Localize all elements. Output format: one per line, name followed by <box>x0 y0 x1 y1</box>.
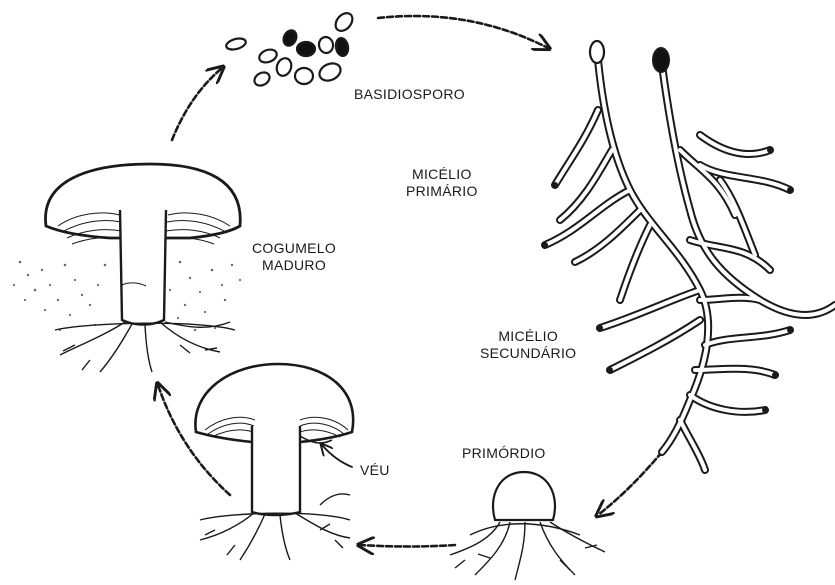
primordium <box>450 472 605 580</box>
young-mushroom <box>195 364 353 560</box>
label-line: SECUNDÁRIO <box>480 345 576 362</box>
spore <box>297 42 315 56</box>
label-primordio: PRIMÓRDIO <box>462 445 546 462</box>
label-veu: VÉU <box>360 462 390 479</box>
spore <box>257 47 278 64</box>
spore <box>295 68 313 84</box>
arrow-veil-pointer <box>322 445 352 467</box>
label-micelio-primario: MICÉLIO PRIMÁRIO <box>406 166 478 200</box>
spore <box>317 60 344 84</box>
spore <box>281 28 299 48</box>
spore <box>332 10 356 34</box>
arrow-mycelium-to-primordium <box>598 452 662 515</box>
label-micelio-secundario: MICÉLIO SECUNDÁRIO <box>480 328 576 362</box>
spore <box>225 37 247 52</box>
label-line: MICÉLIO <box>406 166 478 183</box>
label-line: PRIMÁRIO <box>406 183 478 200</box>
mycelium <box>542 41 835 470</box>
spore <box>318 36 335 54</box>
arrow-primordium-to-young <box>360 545 455 547</box>
label-line: MICÉLIO <box>480 328 576 345</box>
mature-mushroom <box>13 164 241 372</box>
label-basidiosporo: BASIDIOSPORO <box>354 86 465 103</box>
arrow-spores-to-mycelium <box>378 16 548 48</box>
spore <box>252 70 272 88</box>
label-line: COGUMELO <box>252 240 336 257</box>
basidiospores <box>225 10 356 88</box>
label-line: MADURO <box>252 257 336 274</box>
spore <box>274 56 293 78</box>
arrow-mature-to-spores <box>172 68 222 140</box>
label-cogumelo-maduro: COGUMELO MADURO <box>252 240 336 274</box>
spore <box>335 37 350 57</box>
